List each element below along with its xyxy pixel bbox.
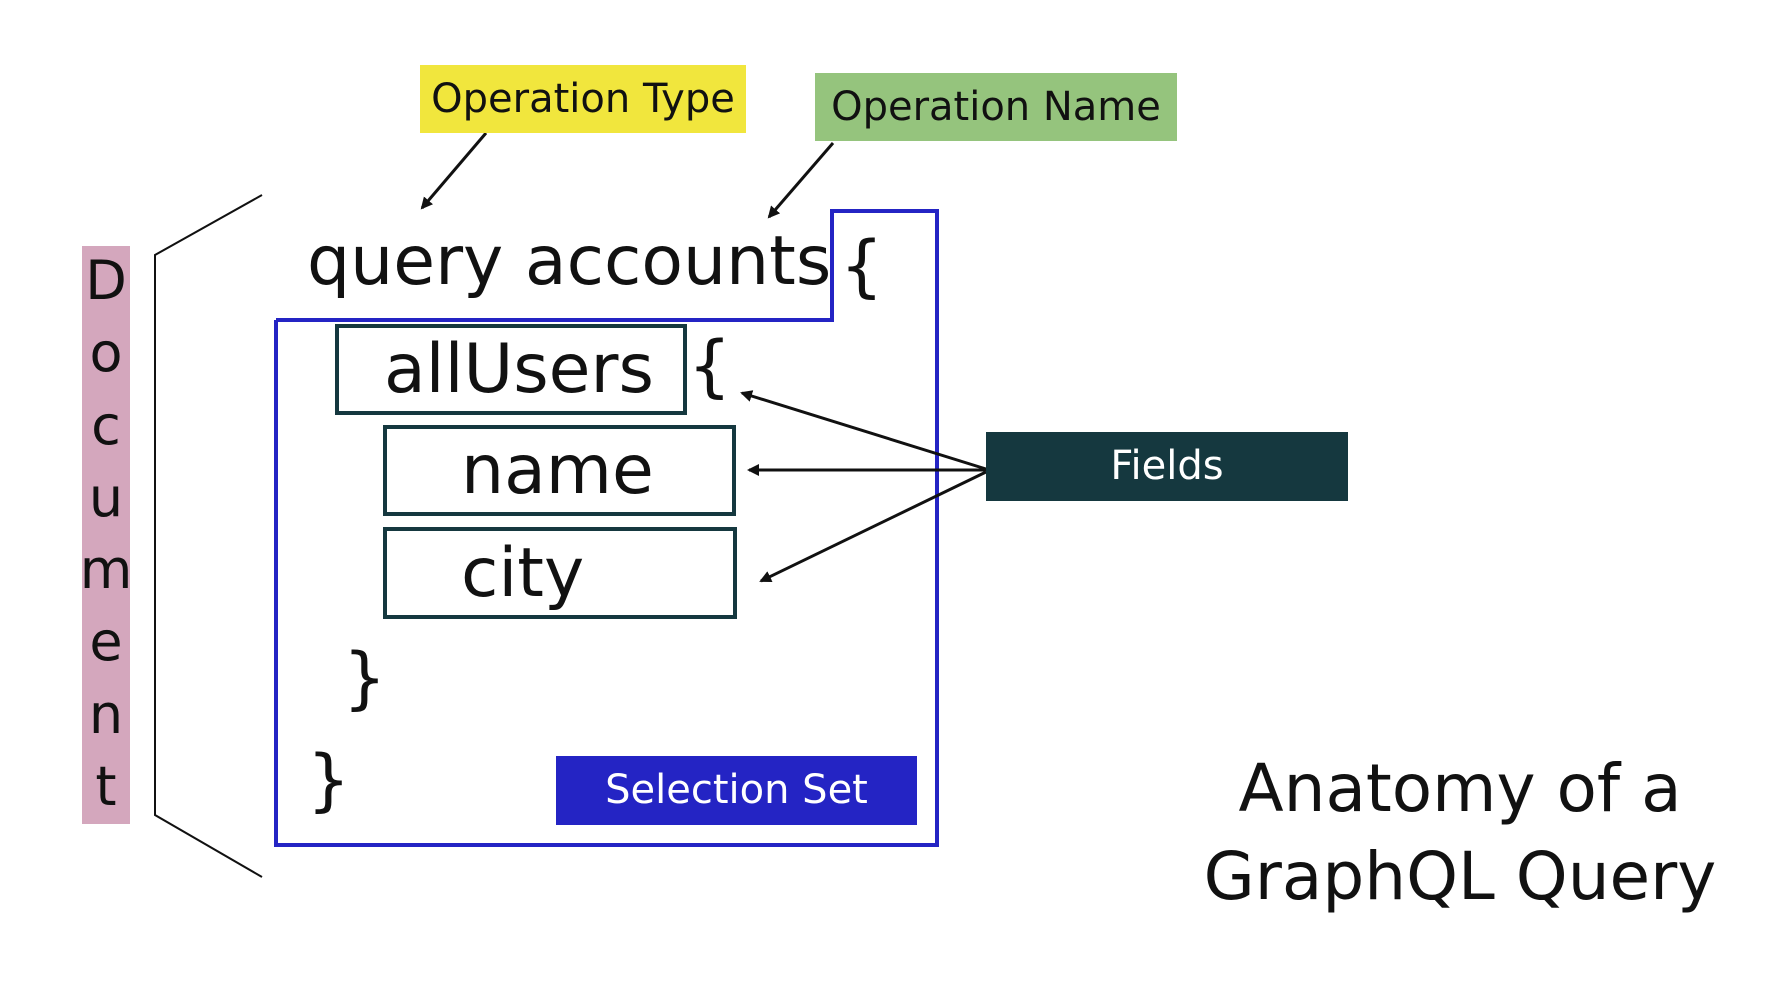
- title-line-1: Anatomy of a: [1238, 750, 1682, 827]
- document-letter: n: [88, 682, 124, 746]
- document-letter: e: [89, 610, 123, 674]
- selection-set-label: Selection Set: [556, 756, 917, 825]
- open-brace-outer: {: [840, 227, 884, 306]
- document-label: D o c u m e n t: [79, 246, 133, 824]
- document-letter: t: [95, 754, 117, 818]
- open-brace-inner: {: [688, 327, 732, 406]
- close-brace-inner: }: [343, 639, 387, 718]
- field-box-city: city: [383, 527, 737, 619]
- field-all-users-text: allUsers: [384, 330, 654, 409]
- operation-name-label: Operation Name: [815, 73, 1177, 141]
- operation-type-arrow: [420, 132, 488, 210]
- fields-arrow-city: [759, 470, 987, 583]
- field-name-text: name: [461, 431, 654, 510]
- operation-type-label: Operation Type: [420, 65, 746, 133]
- operation-name-arrow: [767, 142, 835, 219]
- selection-set-outline: [274, 209, 939, 847]
- field-box-name: name: [383, 425, 736, 516]
- document-letter: D: [85, 249, 127, 312]
- document-letter: o: [89, 321, 123, 385]
- field-city-text: city: [461, 533, 585, 613]
- fields-label: Fields: [986, 432, 1348, 501]
- fields-arrow-all-users: [740, 390, 987, 471]
- document-letter: u: [88, 465, 124, 529]
- diagram-title: Anatomy of a GraphQL Query: [1190, 745, 1730, 921]
- document-letter: m: [79, 538, 133, 602]
- document-letter: c: [91, 393, 121, 457]
- document-bracket: [154, 194, 263, 878]
- close-brace-outer: }: [307, 741, 351, 820]
- query-keyword-line: query accounts: [307, 222, 832, 301]
- field-box-all-users: allUsers: [335, 324, 687, 415]
- title-line-2: GraphQL Query: [1203, 838, 1717, 915]
